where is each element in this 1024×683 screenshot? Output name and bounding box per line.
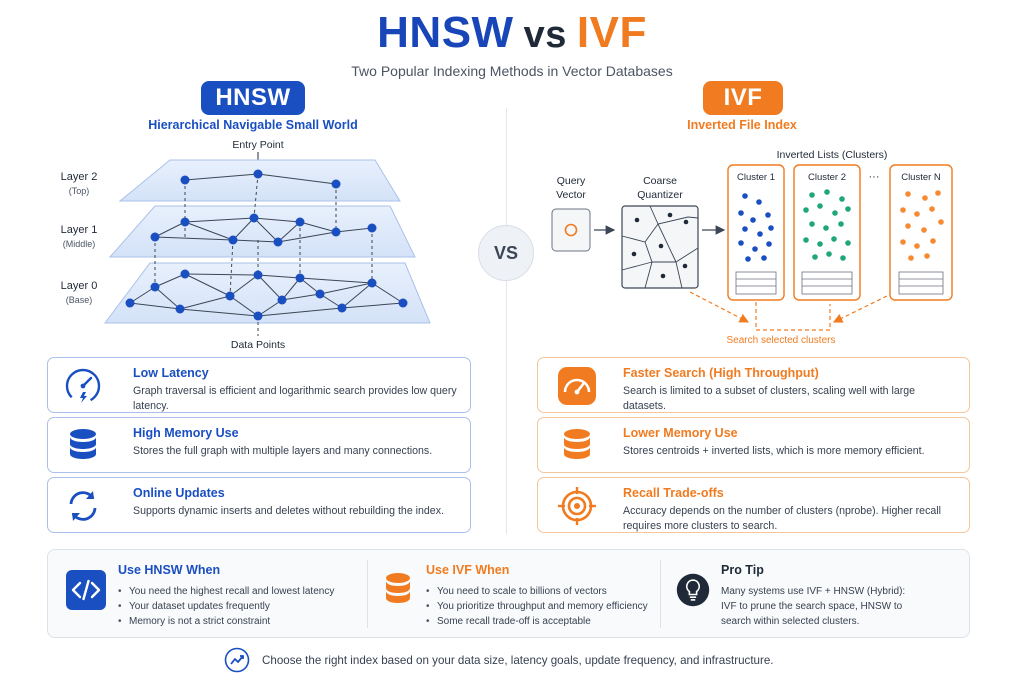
pro-tip-section: Pro Tip Many systems use IVF + HNSW (Hyb… xyxy=(661,550,971,639)
card-desc: Accuracy depends on the number of cluste… xyxy=(623,505,941,532)
query-vector-point xyxy=(564,223,578,237)
card-desc: Stores the full graph with multiple laye… xyxy=(133,445,433,457)
hnsw-pill: HNSW xyxy=(201,81,305,115)
coarse-label-1: Coarse xyxy=(643,175,677,187)
trend-icon xyxy=(224,647,250,673)
search-arrows xyxy=(689,291,888,331)
voronoi-lines xyxy=(621,205,699,289)
entry-point-label: Entry Point xyxy=(232,139,283,151)
recommendation-panel: Use HNSW When You need the highest recal… xyxy=(47,549,970,638)
list-item: You prioritize throughput and memory eff… xyxy=(426,599,648,614)
data-points-label: Data Points xyxy=(231,339,285,351)
cluster-1-box xyxy=(727,164,785,301)
hnsw-diagram: Entry Point xyxy=(61,139,431,351)
layer-1-label: Layer 1 xyxy=(61,224,98,236)
footer: Choose the right index based on your dat… xyxy=(224,647,774,673)
card-title: Recall Trade-offs xyxy=(623,486,724,500)
use-ivf-section: Use IVF When You need to scale to billio… xyxy=(368,550,658,639)
card-online-updates: Online Updates Supports dynamic inserts … xyxy=(47,477,471,533)
use-ivf-list: You need to scale to billions of vectors… xyxy=(426,584,648,629)
card-title: High Memory Use xyxy=(133,426,239,440)
cluster-1-label: Cluster 1 xyxy=(737,172,775,183)
query-label-1: Query xyxy=(557,175,586,187)
title-vs: vs xyxy=(523,14,567,56)
card-desc: Graph traversal is efficient and logarit… xyxy=(133,385,457,412)
sync-icon xyxy=(69,491,97,521)
layer-0-plane xyxy=(104,262,431,324)
layer-2-edges xyxy=(184,173,337,185)
cluster-2-list xyxy=(801,271,853,295)
title-hnsw: HNSW xyxy=(377,8,514,57)
centroid-dots xyxy=(631,212,689,279)
layer-1-edges xyxy=(154,217,373,243)
list-item: Memory is not a strict constraint xyxy=(118,614,334,629)
ivf-pill: IVF xyxy=(703,81,783,115)
inverted-lists-label: Inverted Lists (Clusters) xyxy=(777,149,888,161)
card-low-latency: Low Latency Graph traversal is efficient… xyxy=(47,357,471,413)
card-title: Low Latency xyxy=(133,366,209,380)
graph-nodes xyxy=(125,169,408,321)
card-high-memory: High Memory Use Stores the full graph wi… xyxy=(47,417,471,473)
cluster-2-points xyxy=(803,189,851,261)
layer-2-label: Layer 2 xyxy=(61,171,98,183)
pro-tip-title: Pro Tip xyxy=(721,563,764,577)
hnsw-full-name: Hierarchical Navigable Small World xyxy=(148,118,358,132)
card-faster-search: Faster Search (High Throughput) Search i… xyxy=(537,357,970,413)
gauge-icon xyxy=(558,367,596,405)
list-item: Your dataset updates frequently xyxy=(118,599,334,614)
cluster-1-list xyxy=(735,271,777,295)
card-desc: Search is limited to a subset of cluster… xyxy=(623,385,916,412)
ivf-full-name: Inverted File Index xyxy=(687,118,797,132)
coarse-label-2: Quantizer xyxy=(637,189,683,201)
card-title: Online Updates xyxy=(133,486,225,500)
database-icon xyxy=(386,573,410,603)
layer-0-label: Layer 0 xyxy=(61,280,98,292)
lightbulb-icon xyxy=(676,573,710,607)
code-icon xyxy=(66,570,106,610)
cluster-1-points xyxy=(738,193,774,262)
use-ivf-title: Use IVF When xyxy=(426,563,510,577)
card-title: Faster Search (High Throughput) xyxy=(623,366,819,380)
card-desc: Stores centroids + inverted lists, which… xyxy=(623,445,925,457)
database-icon xyxy=(70,429,96,459)
card-title: Lower Memory Use xyxy=(623,426,738,440)
title-ivf: IVF xyxy=(576,8,647,57)
pro-tip-text: Many systems use IVF + HNSW (Hybrid): IV… xyxy=(721,586,906,627)
cluster-n-points xyxy=(900,190,944,261)
speedometer-icon xyxy=(65,368,101,404)
card-desc: Supports dynamic inserts and deletes wit… xyxy=(133,505,444,517)
query-vector-box xyxy=(551,208,591,252)
use-hnsw-list: You need the highest recall and lowest l… xyxy=(118,584,334,629)
layer-0-sub: (Base) xyxy=(66,295,93,305)
database-icon xyxy=(564,429,590,459)
page-subtitle: Two Popular Indexing Methods in Vector D… xyxy=(351,63,673,79)
layer-2-sub: (Top) xyxy=(69,186,90,196)
list-item: You need the highest recall and lowest l… xyxy=(118,584,334,599)
target-icon xyxy=(558,487,596,525)
cluster-2-label: Cluster 2 xyxy=(808,172,846,183)
layer-2-plane xyxy=(118,159,401,202)
card-recall-tradeoffs: Recall Trade-offs Accuracy depends on th… xyxy=(537,477,970,533)
card-lower-memory: Lower Memory Use Stores centroids + inve… xyxy=(537,417,970,473)
layer-connectors xyxy=(154,173,373,336)
cluster-n-label: Cluster N xyxy=(901,172,941,183)
footer-text: Choose the right index based on your dat… xyxy=(262,653,774,667)
ivf-diagram: Query Vector Coarse Quantizer Inverted L… xyxy=(551,149,953,346)
section-divider xyxy=(367,560,368,628)
list-item: You need to scale to billions of vectors xyxy=(426,584,648,599)
use-hnsw-section: Use HNSW When You need the highest recal… xyxy=(48,550,368,639)
center-divider xyxy=(506,108,507,534)
section-divider xyxy=(660,560,661,628)
cluster-ellipsis: ··· xyxy=(869,171,880,183)
layer-1-sub: (Middle) xyxy=(63,239,96,249)
cluster-n-list xyxy=(898,271,944,295)
query-label-2: Vector xyxy=(556,189,586,201)
vs-badge: VS xyxy=(478,225,534,281)
cluster-n-box xyxy=(889,164,953,301)
use-hnsw-title: Use HNSW When xyxy=(118,563,221,577)
search-selected-label: Search selected clusters xyxy=(727,335,836,346)
list-item: Some recall trade-off is acceptable xyxy=(426,614,648,629)
